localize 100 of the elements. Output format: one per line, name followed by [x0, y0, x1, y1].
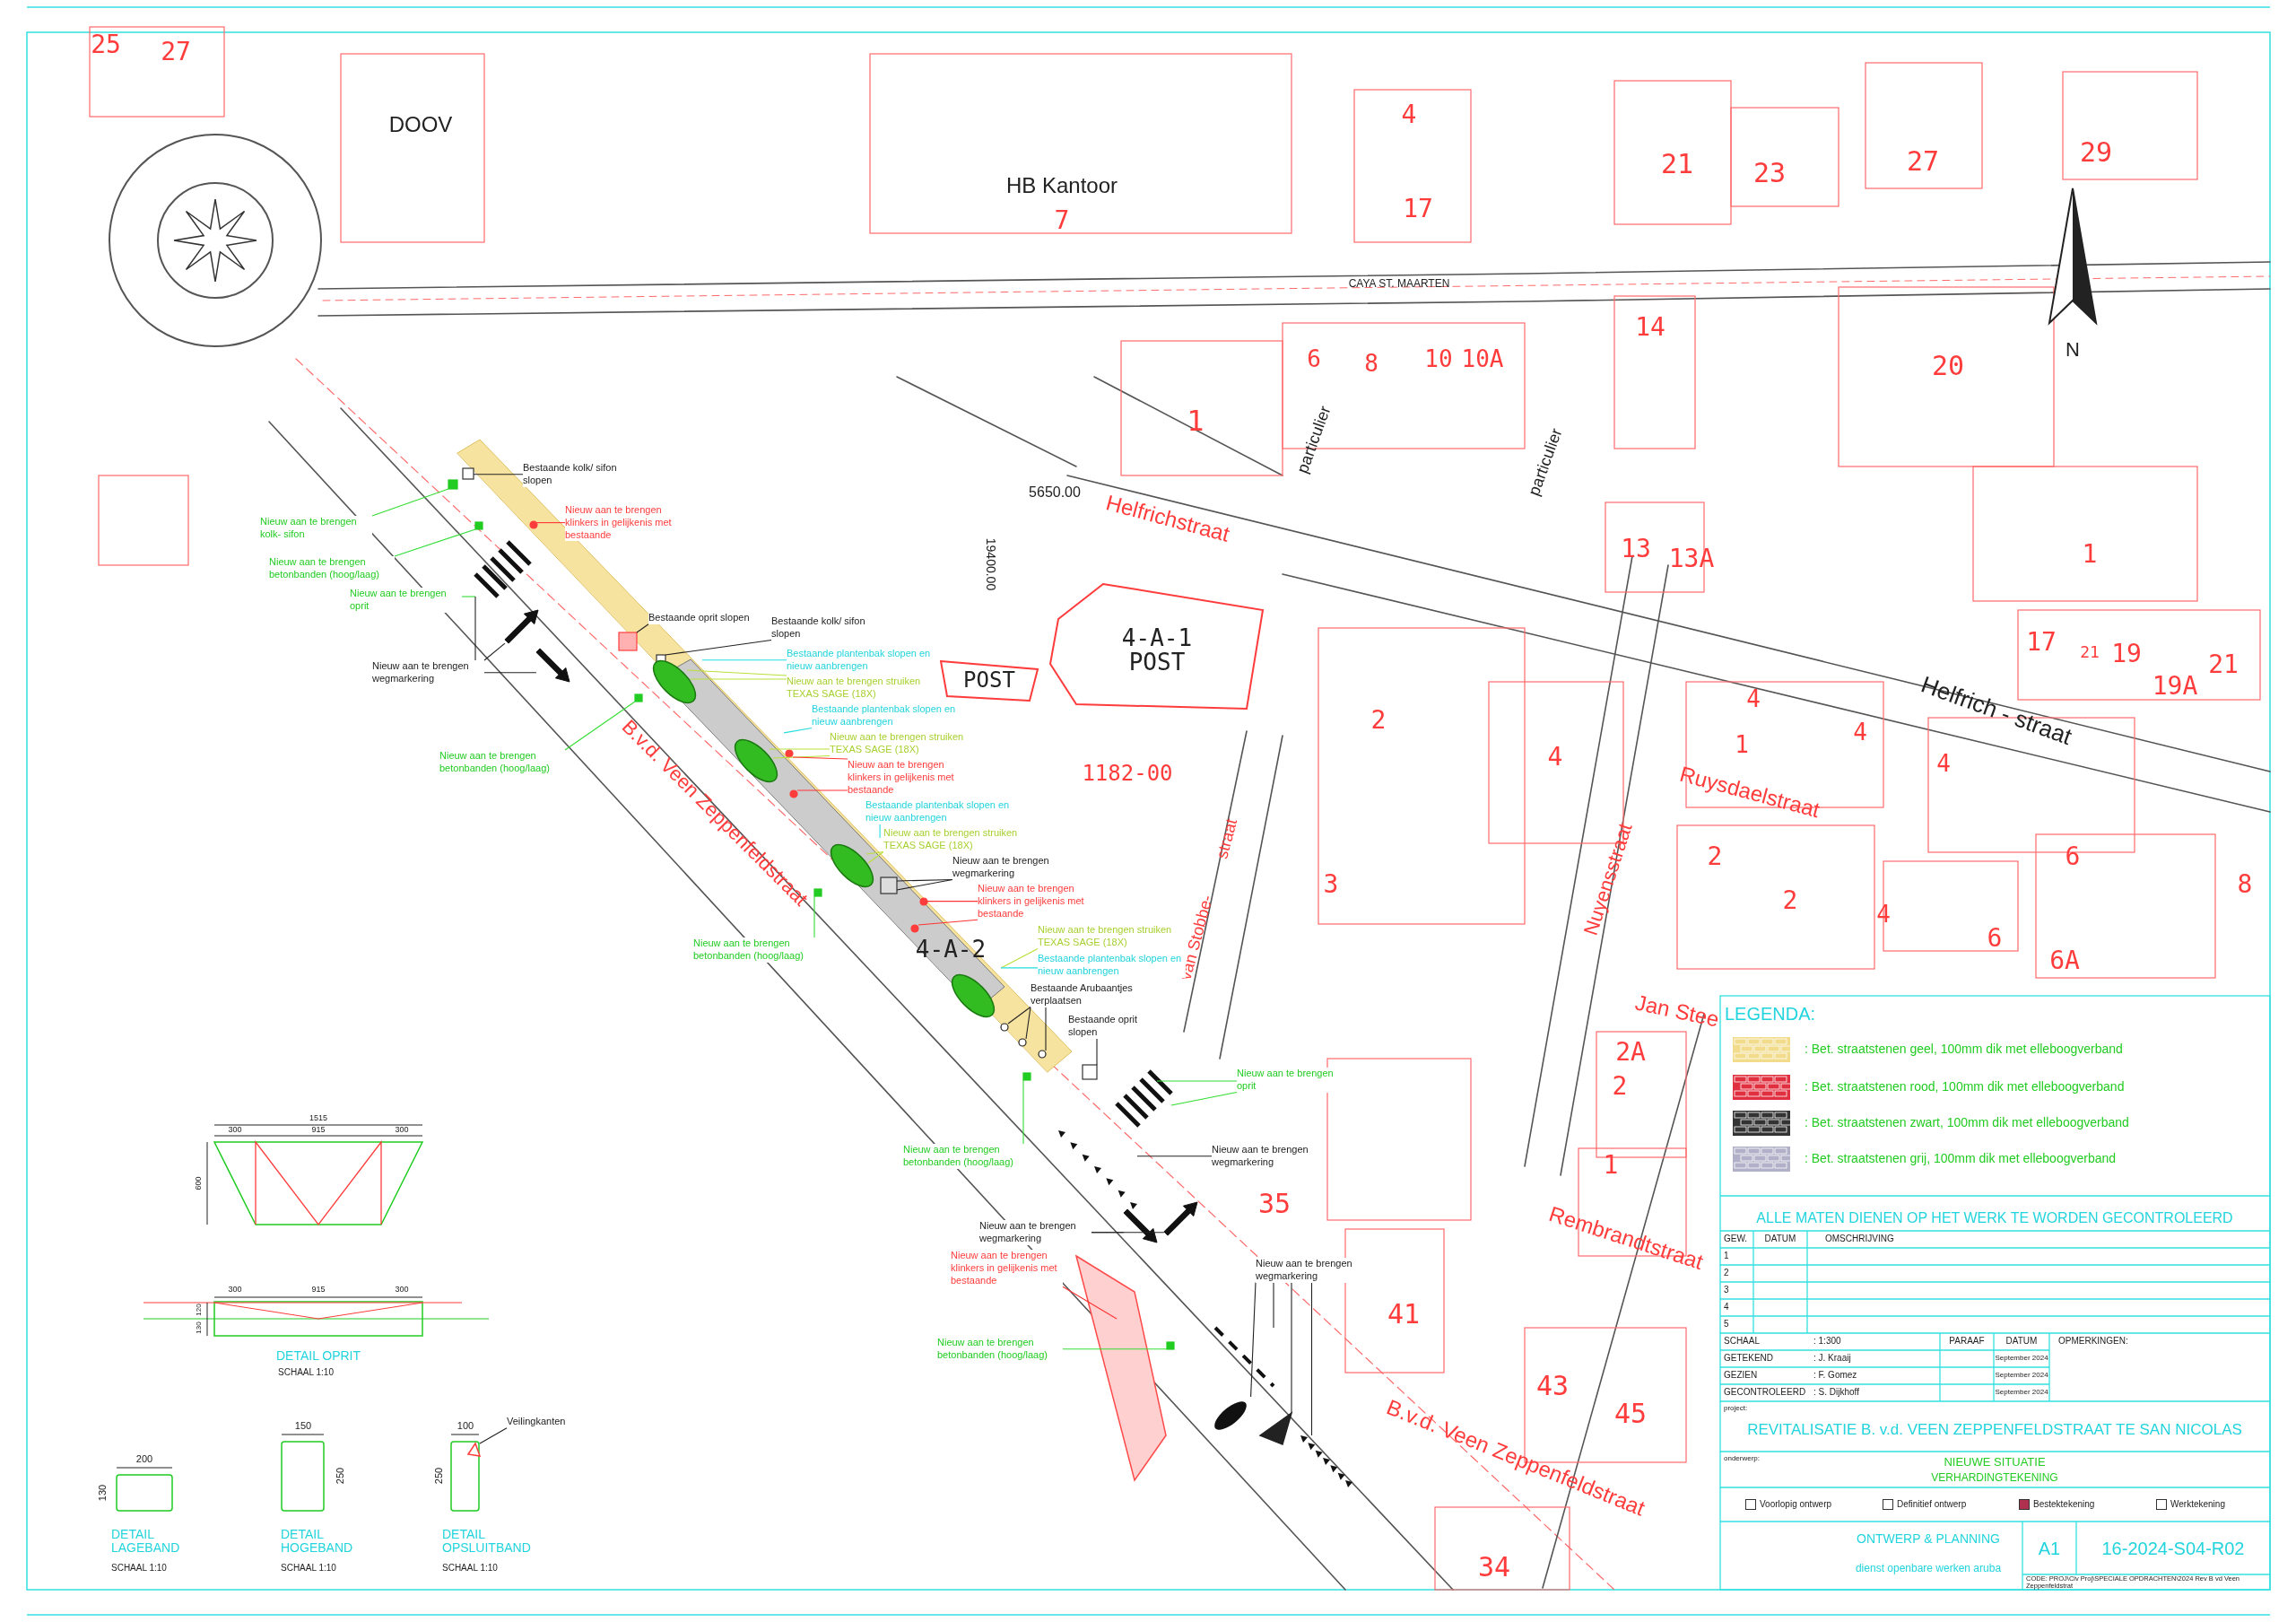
house-number: 10 [1424, 344, 1453, 374]
dimension-label: 130 [195, 1321, 204, 1334]
leader-line [690, 678, 787, 680]
leader-line [1250, 1281, 1257, 1398]
project-title: REVITALISATIE B. v.d. VEEN ZEPPENFELDSTRAAT TE SAN NICOLAS [1746, 1422, 2243, 1438]
paved-island [1074, 1254, 1167, 1482]
callout-text: Nieuw aan te brengen betonbanden (hoog/laag) [269, 556, 395, 581]
street-name: straat [1212, 816, 1242, 861]
checkbox-label: Bestektekening [2033, 1498, 2095, 1511]
table-cell: : F. Gomez [1813, 1369, 1857, 1382]
house-number: 1 [1603, 1148, 1619, 1181]
house-number: 4 [1401, 98, 1417, 130]
leader-line [1007, 1006, 1031, 1025]
leader-line [394, 528, 476, 557]
leader-line [1000, 967, 1039, 969]
crosswalk-stripes [474, 540, 532, 598]
table-cell: 4 [1724, 1301, 1729, 1313]
leader-line [479, 1427, 508, 1444]
leader-line [783, 727, 813, 734]
lane-direction-marking [1163, 1201, 1198, 1236]
house-number: 17 [2026, 625, 2057, 658]
curb-marker [813, 888, 822, 897]
house-number: 13A [1668, 542, 1715, 574]
house-number: 21 [1660, 147, 1694, 181]
table-cell: GETEKEND [1724, 1352, 1773, 1365]
notice-text: ALLE MATEN DIENEN OP HET WERK TE WORDEN GECONTROLEERD [1756, 1209, 2233, 1227]
house-number: 6 [2065, 840, 2081, 872]
house-number: 4 [1876, 899, 1891, 929]
house-number: 6A [2049, 944, 2080, 976]
house-number: 3 [1323, 868, 1339, 900]
traffic-island [1214, 1401, 1247, 1430]
checkbox-label: Werktekening [2170, 1498, 2225, 1511]
table-cell: 2 [1724, 1267, 1729, 1279]
leader-line [772, 754, 831, 759]
planter [951, 973, 996, 1018]
driveway [618, 632, 638, 651]
paving-point [919, 897, 928, 906]
street-name: CAYA ST. MAARTEN [1348, 276, 1450, 291]
street-name: Jan Stee [1632, 989, 1722, 1033]
leader-line [1310, 1281, 1313, 1436]
house-number: 20 [1931, 349, 1965, 383]
lane-line [1213, 1326, 1275, 1388]
dimension-label: 300 [395, 1125, 409, 1136]
coordinate-label: 19400.00 [982, 537, 998, 591]
yield-triangles [1300, 1435, 1352, 1487]
dimension-label: 1515 [309, 1113, 327, 1124]
scale-note: SCHAAL 1:10 [442, 1562, 498, 1574]
leader-line [483, 672, 537, 674]
table-header: GEW. [1724, 1233, 1748, 1245]
table-cell: September 2024 [1995, 1371, 2048, 1380]
leader-line [879, 823, 881, 839]
callout-text: Nieuw aan te brengen oprit [1237, 1068, 1335, 1093]
table-cell: : S. Dijkhoff [1813, 1386, 1859, 1399]
house-number: 41 [1387, 1297, 1421, 1331]
table-cell: GECONTROLEERD [1724, 1386, 1806, 1399]
detail-title: DETAIL HOGEBAND [281, 1528, 352, 1555]
leader-line [483, 642, 506, 661]
leader-line [474, 596, 476, 661]
planter [830, 843, 874, 888]
planter [734, 738, 778, 783]
lane-direction-marking [504, 609, 539, 644]
house-number: 25 [91, 28, 121, 60]
drawing-number: 16-2024-S04-R02 [2101, 1537, 2245, 1560]
building-name: DOOV [388, 111, 453, 138]
paving-point [785, 749, 794, 758]
lane-direction-marking [1123, 1208, 1158, 1243]
house-number: 14 [1635, 310, 1665, 343]
dimension-label: 915 [311, 1285, 326, 1295]
road-marking [880, 876, 898, 894]
dimension-label: 300 [395, 1285, 409, 1295]
detail-title: DETAIL LAGEBAND [111, 1528, 181, 1555]
leader-line [665, 639, 772, 656]
table-header: PARAAF [1949, 1335, 1985, 1347]
leader-line [1000, 947, 1039, 969]
house-number: 35 [1257, 1187, 1292, 1221]
leader-line [701, 659, 787, 661]
callout-text: Veilingkanten [507, 1416, 566, 1428]
house-number: 21 [2208, 648, 2239, 680]
house-number: 6 [1307, 344, 1321, 374]
bollard [1018, 1038, 1027, 1047]
house-number: 43 [1535, 1369, 1570, 1403]
house-number: 7 [1054, 204, 1070, 236]
checkbox-label: Voorlopig ontwerp [1760, 1498, 1832, 1511]
chamfer-mark [466, 1442, 482, 1457]
crosswalk-stripes [1115, 1069, 1173, 1128]
house-number: 21 [2080, 641, 2100, 663]
house-number: 2 [1707, 840, 1723, 872]
leader-line [636, 624, 649, 633]
curb-marker [634, 693, 643, 702]
leader-line [1022, 1079, 1024, 1145]
leader-line [813, 895, 815, 938]
dimension-label: 915 [311, 1125, 326, 1136]
house-number: 8 [1364, 348, 1378, 379]
table-cell: September 2024 [1995, 1354, 2048, 1363]
curb-marker [1166, 1341, 1175, 1350]
house-number: 2 [1782, 884, 1798, 916]
dimension-label: 300 [228, 1125, 242, 1136]
gully-grate [448, 479, 458, 490]
house-number: 34 [1477, 1550, 1511, 1584]
dimension-label: 100 [457, 1420, 474, 1433]
